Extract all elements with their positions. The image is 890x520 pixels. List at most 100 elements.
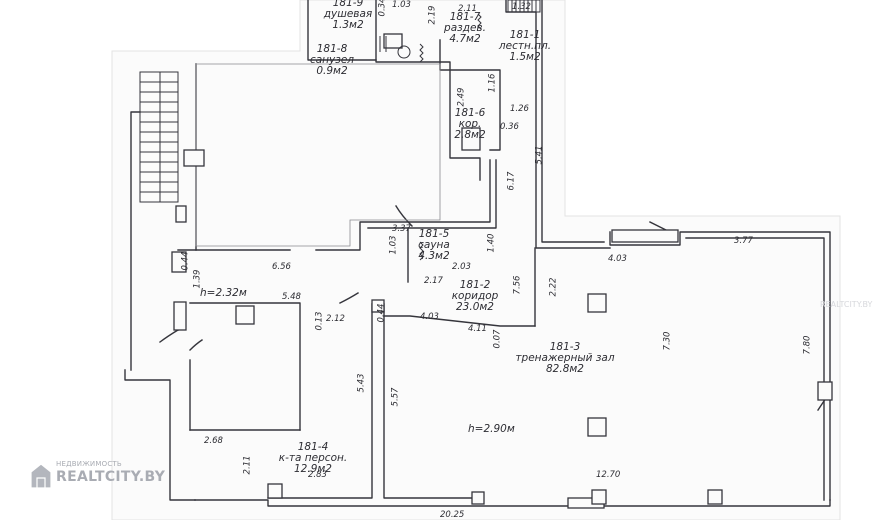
dim-4-03-a: 4.03 bbox=[420, 312, 439, 322]
outer-wall-east-inner bbox=[685, 237, 825, 501]
door-arc-2 bbox=[189, 339, 203, 351]
stair-left-treads bbox=[140, 72, 178, 202]
height-right: h=2.90м bbox=[468, 423, 515, 435]
house-logo-icon bbox=[30, 463, 52, 489]
dim-1-32: 1.32 bbox=[512, 2, 531, 12]
shower-lines bbox=[379, 36, 387, 52]
outer-wall-east bbox=[609, 231, 831, 501]
stair-left-outline bbox=[139, 71, 179, 203]
dim-2-03: 2.03 bbox=[452, 262, 471, 272]
dim-20-25: 20.25 bbox=[440, 510, 465, 520]
column-4 bbox=[173, 301, 187, 331]
outer-wall-south bbox=[194, 499, 831, 507]
dim-0-44-b: 0.44 bbox=[376, 303, 387, 323]
column-13 bbox=[591, 489, 607, 505]
room-sauna-label: 181-5 сауна 4.3м2 bbox=[406, 229, 462, 262]
room-gym-name: тренажерный зал bbox=[515, 352, 615, 364]
room-corridor-small-area: 2.8м2 bbox=[454, 129, 486, 141]
room-corridor-label: 181-2 коридор 23.0м2 bbox=[442, 280, 508, 313]
dim-6-17: 6.17 bbox=[506, 171, 517, 191]
room-gym-label: 181-3 тренажерный зал 82.8м2 bbox=[500, 342, 630, 375]
column-2 bbox=[587, 417, 607, 437]
room-staff-number: 181-4 bbox=[297, 441, 329, 453]
room-corridor-number: 181-2 bbox=[459, 279, 491, 291]
door-arc-1 bbox=[339, 292, 359, 304]
dim-5-43: 5.43 bbox=[356, 373, 367, 393]
dim-0-34: 0.34 bbox=[377, 0, 388, 17]
upper-block-wall bbox=[375, 0, 481, 181]
heater-zigzag-3 bbox=[419, 241, 424, 261]
room-sauna-number: 181-5 bbox=[418, 228, 450, 240]
room-gym-area: 82.8м2 bbox=[546, 363, 584, 375]
heater-zigzag-1 bbox=[419, 43, 424, 63]
room-staff-name: к-та персон. bbox=[278, 452, 348, 464]
column-5 bbox=[171, 251, 187, 273]
dim-2-17: 2.17 bbox=[424, 276, 443, 286]
room-shower-area: 1.3м2 bbox=[332, 19, 364, 31]
dim-6-56: 6.56 bbox=[272, 262, 291, 272]
wall-corridor-south bbox=[267, 303, 373, 499]
column-9 bbox=[611, 229, 679, 243]
door-arc-3 bbox=[159, 329, 179, 343]
watermark-brand-text: REALTCITY.BY bbox=[56, 469, 166, 485]
room-corridor-area: 23.0м2 bbox=[456, 301, 494, 313]
dim-0-44-a: 0.44 bbox=[180, 251, 191, 271]
room-stairs-area: 1.5м2 bbox=[509, 51, 541, 63]
room-staff-area: 12.9м2 bbox=[294, 463, 332, 475]
column-6 bbox=[183, 149, 205, 167]
room-shower-name: душевая bbox=[323, 8, 373, 20]
column-10 bbox=[267, 483, 283, 499]
dim-2-12: 2.12 bbox=[326, 314, 345, 324]
dim-2-22: 2.22 bbox=[548, 277, 559, 297]
dim-5-57: 5.57 bbox=[390, 387, 401, 407]
column-17 bbox=[383, 33, 403, 49]
wall-corridor bbox=[367, 159, 497, 229]
dim-5-41: 5.41 bbox=[534, 145, 545, 165]
dim-2-11: 2.11 bbox=[242, 455, 253, 475]
room-changing-area: 4.7м2 bbox=[449, 33, 481, 45]
room-sauna-area: 4.3м2 bbox=[418, 250, 450, 262]
height-left: h=2.32м bbox=[200, 287, 247, 299]
room-stairs-number: 181-1 bbox=[509, 29, 541, 41]
column-3 bbox=[235, 305, 255, 325]
dim-12-70: 12.70 bbox=[596, 470, 621, 480]
room-changing-number: 181-7 bbox=[449, 11, 481, 23]
gym-west-wall bbox=[383, 315, 536, 327]
dim-0-07: 0.07 bbox=[492, 329, 503, 349]
room-stairs-name: лестн.пл. bbox=[498, 40, 552, 52]
outer-wall-west bbox=[124, 369, 196, 501]
outer-wall-west-inner bbox=[130, 111, 141, 371]
column-15 bbox=[817, 381, 833, 401]
column-1 bbox=[587, 293, 607, 313]
dim-2-68: 2.68 bbox=[204, 436, 223, 446]
door-arc-5 bbox=[649, 221, 667, 231]
room-shower-number: 181-9 bbox=[332, 0, 364, 9]
column-11 bbox=[471, 491, 485, 505]
dim-7-30: 7.30 bbox=[662, 331, 673, 351]
column-14 bbox=[707, 489, 723, 505]
dim-3-37: 3.37 bbox=[392, 224, 411, 234]
column-7 bbox=[175, 205, 187, 223]
dim-1-03: 1.03 bbox=[392, 0, 411, 10]
dim-1-03-b: 1.03 bbox=[388, 235, 399, 255]
room-toilet-name: санузел bbox=[309, 54, 355, 66]
dim-2-83: 2.83 bbox=[308, 470, 327, 480]
room-corridor-small-label: 181-6 кор. 2.8м2 bbox=[448, 108, 492, 141]
dim-7-80: 7.80 bbox=[802, 335, 813, 355]
watermark-top-text: НЕДВИЖИМОСТЬ bbox=[56, 460, 122, 468]
room-corridor-small-number: 181-6 bbox=[454, 107, 486, 119]
dim-3-77: 3.77 bbox=[734, 236, 753, 246]
room-stairs-label: 181-1 лестн.пл. 1.5м2 bbox=[496, 30, 554, 63]
room-toilet-number: 181-8 bbox=[316, 43, 348, 55]
stair-top-treads bbox=[511, 0, 537, 12]
dim-0-36: 0.36 bbox=[500, 122, 519, 132]
column-8 bbox=[461, 127, 481, 151]
room-shower-label: 181-9 душевая 1.3м2 bbox=[318, 0, 378, 31]
dim-1-26: 1.26 bbox=[510, 104, 529, 114]
dim-2-19: 2.19 bbox=[427, 5, 438, 25]
dim-4-11: 4.11 bbox=[468, 324, 487, 334]
upper-block-west bbox=[307, 0, 377, 61]
changing-wall bbox=[439, 39, 501, 151]
dim-1-16: 1.16 bbox=[487, 73, 498, 93]
